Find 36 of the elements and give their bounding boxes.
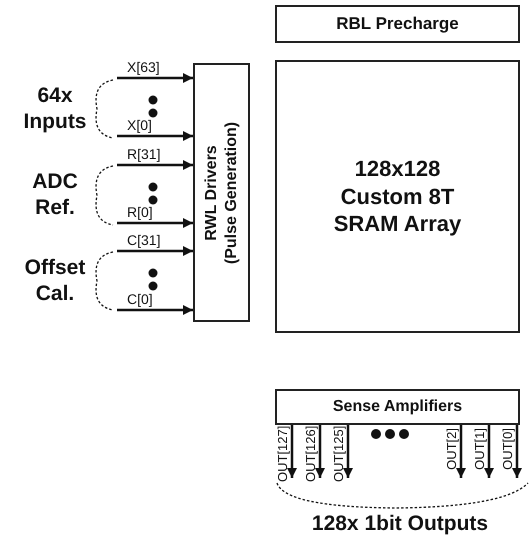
signal-label: R[0] [127, 204, 153, 220]
group-label: Offset Cal. [24, 255, 86, 308]
arrow [117, 246, 193, 256]
driver-block [193, 63, 250, 322]
arrow [287, 425, 297, 478]
block-title: Sense Amplifiers [332, 397, 462, 417]
group-label: 64x Inputs [22, 83, 88, 136]
arrow [117, 73, 193, 83]
signal-label: R[31] [127, 146, 160, 162]
signal-label: C[31] [127, 232, 160, 248]
group-label: ADC Ref. [31, 169, 79, 222]
signal-label: X[0] [127, 117, 152, 133]
signal-label: OUT[126] [303, 428, 319, 482]
arrow [117, 160, 193, 170]
arrow [512, 425, 522, 478]
signal-label: X[63] [127, 59, 160, 75]
signal-label: C[0] [127, 291, 153, 307]
group-label: 128x 1bit Outputs [310, 511, 490, 537]
sram-array-block [275, 60, 520, 333]
signal-label: OUT[125] [331, 428, 347, 482]
signal-label: OUT[1] [472, 428, 488, 472]
signal-label: OUT[127] [275, 428, 291, 482]
arrow [117, 218, 193, 228]
block-title: RBL Precharge [336, 13, 459, 35]
precharge-block [275, 5, 520, 43]
arrow [117, 131, 193, 141]
arrow [484, 425, 494, 478]
block-title: 128x128 Custom 8T SRAM Array [332, 155, 462, 238]
arrow [117, 305, 193, 315]
arrow [343, 425, 353, 478]
signal-label: OUT[0] [500, 428, 516, 472]
block-title: RWL Drivers (Pulse Generation) [202, 120, 240, 266]
sense-amplifier-block [275, 389, 520, 425]
arrow [456, 425, 466, 478]
arrow [315, 425, 325, 478]
signal-label: OUT[2] [444, 428, 460, 472]
